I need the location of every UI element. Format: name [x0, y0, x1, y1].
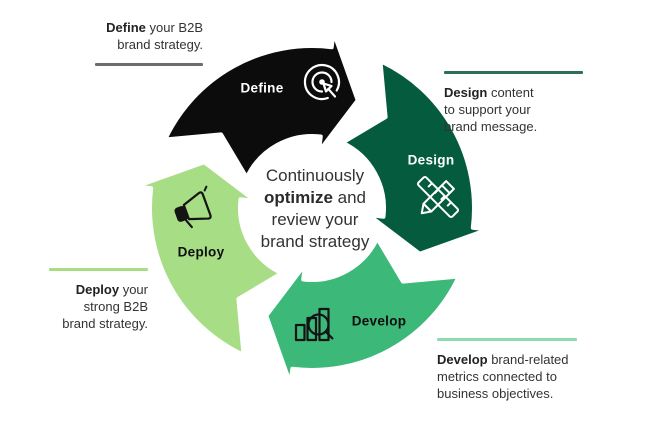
megaphone-icon — [174, 185, 212, 229]
center-text: Continuously optimize and review your br… — [225, 165, 405, 253]
note-deploy-text: Deploy your strong B2B brand strategy. — [62, 282, 148, 331]
target-cursor-icon — [303, 64, 341, 101]
note-design-rule — [444, 71, 583, 74]
note-define: Define your B2B brand strategy. — [33, 19, 203, 66]
cycle-segment-design — [340, 59, 490, 256]
cycle-segment-develop — [264, 236, 461, 386]
cycle-segments — [134, 30, 490, 386]
pencil-ruler-icon — [416, 175, 460, 219]
note-design-text: Design content to support your brand mes… — [444, 85, 538, 134]
note-develop-rule — [437, 338, 577, 341]
note-deploy: Deploy your strong B2B brand strategy. — [0, 268, 148, 332]
note-define-text: Define your B2B brand strategy. — [106, 20, 203, 52]
segment-label-develop: Develop — [351, 313, 407, 329]
note-design: Design content to support your brand mes… — [444, 71, 614, 135]
center-text-post: and review your brand strategy — [260, 188, 370, 251]
note-define-rule — [95, 63, 203, 66]
segment-label-define: Define — [240, 80, 284, 96]
note-develop: Develop brand-related metrics connected … — [437, 338, 607, 402]
note-deploy-rule — [49, 268, 148, 271]
segment-label-design: Design — [407, 152, 455, 168]
center-text-bold: optimize — [263, 188, 333, 207]
note-develop-text: Develop brand-related metrics connected … — [437, 352, 569, 401]
cycle-segment-define — [163, 30, 360, 180]
center-text-pre: Continuously — [265, 166, 365, 185]
bar-chart-magnifier-icon — [294, 307, 334, 342]
cycle-segment-deploy — [134, 160, 284, 357]
segment-label-deploy: Deploy — [177, 244, 225, 260]
